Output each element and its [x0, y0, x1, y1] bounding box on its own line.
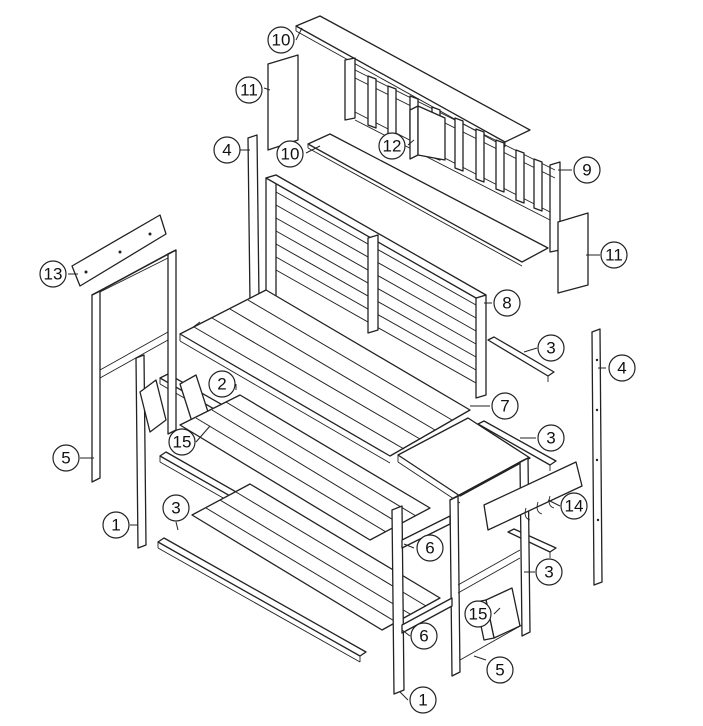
callout-11: 11	[235, 76, 263, 104]
callout-number: 12	[383, 137, 402, 156]
callout-circle	[213, 136, 241, 164]
callout-13: 13	[39, 260, 67, 288]
bench-seat-top	[179, 289, 471, 464]
callout-circle	[560, 492, 588, 520]
callout-6: 6	[410, 622, 438, 650]
callout-6: 6	[416, 534, 444, 562]
side-panel-left	[267, 54, 299, 151]
callout-number: 8	[502, 294, 511, 313]
callout-circle	[235, 76, 263, 104]
callout-circle	[168, 428, 196, 456]
callout-1: 1	[409, 686, 437, 714]
callout-number: 2	[217, 375, 226, 394]
callout-circle	[486, 656, 514, 684]
side-frame-left	[91, 249, 177, 483]
callout-10: 10	[267, 26, 295, 54]
callout-15: 15	[464, 600, 492, 628]
callout-8: 8	[493, 289, 521, 317]
lower-backrest-frame	[265, 174, 487, 399]
callout-circle	[102, 511, 130, 539]
callout-circle	[608, 354, 636, 382]
callout-circle	[162, 494, 190, 522]
callout-number: 3	[546, 429, 555, 448]
callout-number: 11	[240, 81, 258, 100]
callout-circle	[491, 392, 519, 420]
callout-number: 3	[171, 499, 180, 518]
callout-circle	[464, 600, 492, 628]
callout-5: 5	[52, 444, 80, 472]
callout-number: 1	[418, 691, 427, 710]
callout-number: 6	[419, 627, 428, 646]
back-rail-a	[487, 336, 555, 382]
callout-3: 3	[537, 424, 565, 452]
callout-number: 11	[605, 246, 623, 265]
callout-number: 3	[546, 339, 555, 358]
callout-15: 15	[168, 428, 196, 456]
callout-number: 3	[544, 563, 553, 582]
middle-shelf-board	[307, 133, 549, 267]
callout-4: 4	[608, 354, 636, 382]
callout-3: 3	[537, 334, 565, 362]
callout-circle	[410, 622, 438, 650]
callout-circle	[52, 444, 80, 472]
callout-number: 10	[272, 31, 291, 50]
callout-10: 10	[276, 140, 304, 168]
callout-circle	[535, 558, 563, 586]
callout-circle	[600, 241, 628, 269]
callout-circle	[537, 424, 565, 452]
callout-2: 2	[208, 370, 236, 398]
callout-9: 9	[573, 156, 601, 184]
leader-lines	[68, 27, 606, 701]
callout-circle	[573, 156, 601, 184]
callout-circle	[39, 260, 67, 288]
callout-number: 15	[469, 605, 488, 624]
callout-circle	[493, 289, 521, 317]
callout-number: 9	[582, 161, 591, 180]
middle-slatted-shelf	[179, 394, 431, 541]
rear-leg-right	[591, 328, 603, 586]
callout-number: 15	[173, 433, 192, 452]
callout-12: 12	[378, 132, 406, 160]
callout-number: 13	[44, 265, 63, 284]
callout-number: 4	[617, 359, 626, 378]
callout-circle	[276, 140, 304, 168]
callout-4: 4	[213, 136, 241, 164]
callout-7: 7	[491, 392, 519, 420]
shelf-support-upper	[401, 515, 451, 549]
callout-circle	[208, 370, 236, 398]
callout-circle	[378, 132, 406, 160]
callout-circle	[537, 334, 565, 362]
callout-14: 14	[560, 492, 588, 520]
back-rail-c	[507, 528, 557, 558]
side-panel-right	[557, 212, 589, 294]
callout-number: 10	[281, 145, 300, 164]
callout-number: 5	[61, 449, 70, 468]
callout-circle	[409, 686, 437, 714]
front-rail-bottom	[157, 537, 367, 663]
callout-number: 1	[111, 516, 120, 535]
callout-circle	[416, 534, 444, 562]
rear-leg-left	[247, 134, 260, 304]
side-tabletop	[397, 417, 531, 504]
back-rail-b	[477, 420, 557, 471]
callout-number: 14	[565, 497, 584, 516]
callout-circle	[267, 26, 295, 54]
hook-rail	[483, 461, 583, 531]
callout-1: 1	[102, 511, 130, 539]
callout-3: 3	[162, 494, 190, 522]
callout-number: 5	[495, 661, 504, 680]
callout-number: 4	[222, 141, 231, 160]
callout-3: 3	[535, 558, 563, 586]
callout-5: 5	[486, 656, 514, 684]
top-side-rail	[71, 214, 167, 287]
callout-number: 7	[500, 397, 509, 416]
front-leg-right	[391, 505, 405, 695]
callout-11: 11	[600, 241, 628, 269]
front-leg-left	[135, 354, 147, 549]
callout-number: 6	[425, 539, 434, 558]
shelf-support-bracket	[409, 105, 446, 161]
